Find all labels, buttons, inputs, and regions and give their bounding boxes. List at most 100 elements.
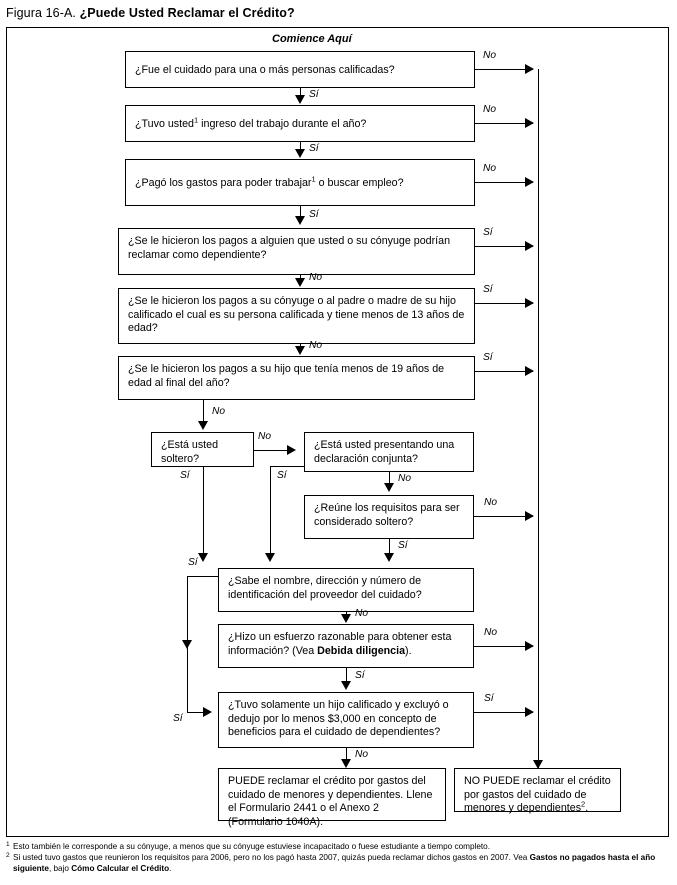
edge-q1-no: [475, 69, 533, 70]
node-q2-text-b: ingreso del trabajo durante el año?: [198, 117, 367, 130]
edge-label-q1-yes: Sí: [309, 89, 319, 100]
node-q11-text-a: ¿Hizo un esfuerzo razonable para obtener…: [228, 631, 452, 657]
edge-label-q2-no: No: [483, 104, 497, 115]
node-q11-emphasis: Debida diligencia: [317, 644, 406, 657]
edge-label-q10-yes: Sí: [188, 557, 198, 568]
footnote-2-emphasis-1: Gastos no pagados hasta el año siguiente: [13, 853, 656, 873]
node-result-cannot-claim-footnote-ref: 2: [581, 799, 586, 809]
edge-label-q3-no: No: [483, 163, 497, 174]
arrow-q1-no: [525, 63, 534, 74]
edge-label-q9-yes: Sí: [398, 540, 408, 551]
node-q12[interactable]: ¿Tuvo solamente un hijo calificado y exc…: [218, 692, 474, 748]
footnote-2-text-end: .: [169, 864, 172, 873]
node-q3[interactable]: ¿Pagó los gastos para poder trabajar1 o …: [125, 159, 475, 206]
node-q1-text: ¿Fue el cuidado para una o más personas …: [135, 63, 395, 76]
arrow-q3-yes: [294, 216, 305, 225]
edge-q8-yes-down: [270, 466, 271, 560]
edge-q9-yes: [389, 539, 390, 560]
node-q5[interactable]: ¿Se le hicieron los pagos a su cónyuge o…: [118, 288, 475, 344]
node-q2-text-a: ¿Tuvo usted: [135, 117, 195, 130]
node-q11[interactable]: ¿Hizo un esfuerzo razonable para obtener…: [218, 624, 474, 668]
arrow-q6-yes: [525, 365, 534, 376]
edge-q8-no: [389, 472, 390, 485]
arrow-q9-no: [525, 510, 534, 521]
node-q3-text-b: o buscar empleo?: [315, 176, 404, 189]
arrow-q12-no: [340, 759, 351, 768]
edge-label-q11-yes: Sí: [355, 670, 365, 681]
node-q4[interactable]: ¿Se le hicieron los pagos a alguien que …: [118, 228, 475, 275]
edge-q10-yes-right: [187, 712, 209, 713]
arrow-q7-no: [287, 444, 296, 455]
node-q6-text: ¿Se le hicieron los pagos a su hijo que …: [128, 363, 445, 389]
arrow-q3-no: [525, 176, 534, 187]
arrow-q11-no: [525, 640, 534, 651]
edge-label-q8-yes: Sí: [277, 470, 287, 481]
arrow-q2-no: [525, 117, 534, 128]
node-result-cannot-claim-text-a: NO PUEDE reclamar el crédito por gastos …: [464, 775, 611, 814]
edge-label-q4-yes: Sí: [483, 227, 493, 238]
edge-label-q4-no: No: [309, 272, 323, 283]
arrow-q1-yes: [294, 95, 305, 104]
footnote-2-text-a: Si usted tuvo gastos que reunieron los r…: [13, 853, 530, 862]
node-q10[interactable]: ¿Sabe el nombre, dirección y número de i…: [218, 568, 474, 612]
node-result-cannot-claim[interactable]: NO PUEDE reclamar el crédito por gastos …: [454, 768, 621, 814]
node-q11-text: ¿Hizo un esfuerzo razonable para obtener…: [228, 631, 451, 657]
node-q1[interactable]: ¿Fue el cuidado para una o más personas …: [125, 51, 475, 88]
flowchart-frame: [6, 27, 669, 837]
edge-q3-no: [475, 182, 533, 183]
edge-label-q6-yes: Sí: [483, 352, 493, 363]
edge-label-q3-yes: Sí: [309, 209, 319, 220]
arrow-q10-no: [340, 614, 351, 623]
edge-q7-yes-down: [203, 467, 204, 560]
arrow-q10-yes-to-q12: [203, 706, 212, 717]
node-q7[interactable]: ¿Está usted soltero?: [151, 432, 254, 467]
edge-label-q5-yes: Sí: [483, 284, 493, 295]
node-q8[interactable]: ¿Está usted presentando una declaración …: [304, 432, 474, 472]
edge-q2-no: [475, 123, 533, 124]
arrow-q9-yes: [383, 553, 394, 562]
edge-q12-yes: [474, 712, 533, 713]
page-title: Figura 16-A. ¿Puede Usted Reclamar el Cr…: [6, 6, 295, 20]
edge-label-q5-no: No: [309, 340, 323, 351]
arrow-q5-yes: [525, 297, 534, 308]
footnote-2-emphasis-2: Cómo Calcular el Crédito: [71, 864, 170, 873]
arrow-q5-no: [294, 346, 305, 355]
footnote-2-mark: 2: [6, 852, 10, 859]
node-q3-text-a: ¿Pagó los gastos para poder trabajar: [135, 176, 312, 189]
node-q8-text: ¿Está usted presentando una declaración …: [314, 439, 455, 465]
edge-label-q7-yes: Sí: [180, 470, 190, 481]
node-q3-footnote-ref: 1: [311, 174, 316, 184]
edge-label-q11-no: No: [484, 627, 498, 638]
node-q7-text: ¿Está usted soltero?: [161, 439, 219, 465]
page-title-prefix: Figura 16-A.: [6, 6, 80, 20]
edge-q4-yes: [475, 246, 533, 247]
node-q9[interactable]: ¿Reúne los requisitos para ser considera…: [304, 495, 474, 539]
edge-q9-no: [474, 516, 533, 517]
arrow-q4-no: [294, 278, 305, 287]
edge-label-q12-no: No: [355, 749, 369, 760]
node-q11-text-b: ).: [405, 644, 412, 657]
edge-label-q9-no: No: [484, 497, 498, 508]
page-title-main: ¿Puede Usted Reclamar el Crédito?: [79, 6, 295, 20]
edge-label-q1-no: No: [483, 50, 497, 61]
edge-label-q8-no: No: [398, 473, 412, 484]
node-result-can-claim-text: PUEDE reclamar el crédito por gastos del…: [228, 775, 433, 828]
edge-q8-yes-left: [270, 466, 304, 467]
arrow-q4-yes: [525, 240, 534, 251]
edge-q6-no: [203, 400, 204, 424]
node-result-cannot-claim-text-b: .: [585, 802, 589, 814]
edge-q2-yes: [300, 142, 301, 151]
node-result-can-claim[interactable]: PUEDE reclamar el crédito por gastos del…: [218, 768, 446, 828]
footnote-2-text-mid: , bajo: [48, 864, 72, 873]
node-q4-text: ¿Se le hicieron los pagos a alguien que …: [128, 235, 451, 261]
arrow-q2-yes: [294, 149, 305, 158]
node-q6[interactable]: ¿Se le hicieron los pagos a su hijo que …: [118, 356, 475, 400]
node-q10-text: ¿Sabe el nombre, dirección y número de i…: [228, 575, 422, 601]
node-q2[interactable]: ¿Tuvo usted1 ingreso del trabajo durante…: [125, 105, 475, 142]
footnote-1-text: Esto también le corresponde a su cónyuge…: [13, 842, 490, 851]
arrow-q8-yes: [264, 553, 275, 562]
node-q5-text: ¿Se le hicieron los pagos a su cónyuge o…: [128, 295, 465, 334]
edge-q11-no: [474, 646, 533, 647]
arrow-q11-yes: [340, 681, 351, 690]
